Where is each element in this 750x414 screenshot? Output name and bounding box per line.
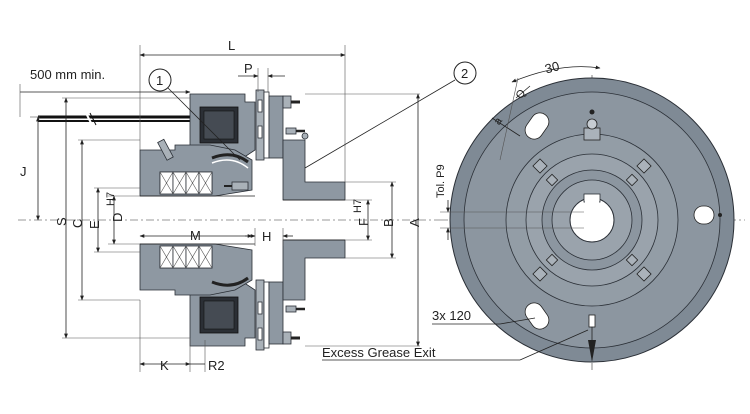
dim-E: E <box>87 220 102 229</box>
grease-nipple <box>583 109 601 141</box>
dim-K: K <box>160 358 169 373</box>
dim-B: B <box>381 218 396 227</box>
angle-30-label: 30 <box>543 58 561 76</box>
tol-H7-left: H7 <box>105 192 117 206</box>
dim-S: S <box>54 217 69 226</box>
dim-H: H <box>262 229 271 244</box>
front-view: 30 Q a Tol. P9 3x 120 Excess Grease Exit <box>322 58 745 370</box>
grease-exit-label: Excess Grease Exit <box>322 345 436 360</box>
callout-1-circle <box>148 68 172 92</box>
dim-M: M <box>190 228 201 243</box>
dim-L: L <box>228 38 235 53</box>
dim-D: D <box>110 213 125 222</box>
dim-C: C <box>70 219 85 228</box>
dim-F: F <box>356 218 371 226</box>
tol-H7-right: H7 <box>352 199 364 213</box>
dim-J: J <box>20 164 27 179</box>
callout-1: 1 <box>156 73 163 88</box>
section-view: L P 500 mm min. J S C E D <box>18 38 477 373</box>
grease-exit-port <box>588 314 596 362</box>
output-hub-upper <box>282 139 346 201</box>
dim-A: A <box>407 218 422 227</box>
slotted-holes <box>524 112 722 330</box>
dim-P: P <box>244 61 253 76</box>
callout-2: 2 <box>461 66 468 81</box>
power-cable <box>38 112 190 126</box>
dim-R2: R2 <box>208 358 225 373</box>
tol-P9-label: Tol. P9 <box>435 164 447 198</box>
bolt-heads <box>532 158 652 282</box>
callout-2-circle <box>453 61 477 85</box>
cable-length-label: 500 mm min. <box>30 67 105 82</box>
holes-label: 3x 120 <box>432 308 471 323</box>
